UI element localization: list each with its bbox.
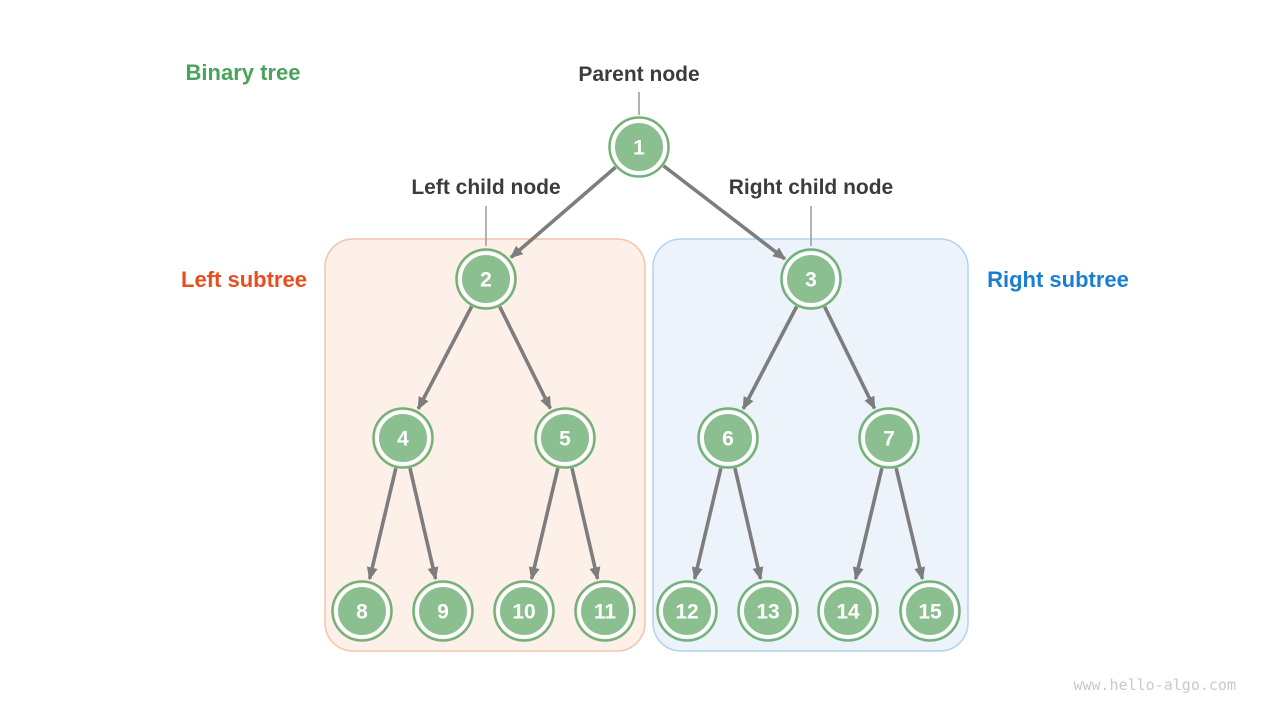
node-outer-ring	[608, 116, 670, 178]
node-circle	[903, 584, 957, 638]
tree-edge	[408, 467, 439, 581]
node-circle	[701, 411, 755, 465]
node-circle	[335, 584, 389, 638]
node-circle	[578, 584, 632, 638]
node-value: 5	[559, 428, 571, 451]
node-outer-ring	[780, 248, 842, 310]
tree-node: 7	[858, 407, 920, 469]
node-circle	[660, 584, 714, 638]
node-outer-ring	[331, 580, 393, 642]
label-parent-node: Parent node	[578, 63, 699, 86]
tree-edge	[366, 467, 398, 581]
tree-node: 9	[412, 580, 474, 642]
node-value: 3	[805, 269, 817, 292]
tree-node: 6	[697, 407, 759, 469]
node-outer-ring	[412, 580, 474, 642]
node-circle	[612, 120, 666, 174]
node-outer-ring	[737, 580, 799, 642]
tree-node: 8	[331, 580, 393, 642]
node-value: 13	[756, 601, 779, 624]
node-value: 15	[918, 601, 942, 624]
node-outer-ring	[493, 580, 555, 642]
label-left-subtree: Left subtree	[181, 267, 307, 292]
tree-node: 11	[574, 580, 636, 642]
tree-edge	[662, 164, 787, 261]
label-right-child-node: Right child node	[729, 176, 893, 199]
node-outer-ring	[697, 407, 759, 469]
tree-edges	[366, 164, 926, 581]
node-value: 8	[356, 601, 368, 624]
node-circle	[538, 411, 592, 465]
tree-edge	[509, 165, 617, 259]
label-title: Binary tree	[186, 60, 301, 85]
node-outer-ring	[858, 407, 920, 469]
node-outer-ring	[455, 248, 517, 310]
node-value: 1	[633, 137, 645, 160]
node-value: 14	[836, 601, 860, 624]
node-value: 11	[594, 601, 617, 624]
tree-edge	[416, 305, 474, 411]
tree-edge	[741, 305, 799, 411]
label-left-child-node: Left child node	[411, 176, 560, 199]
tree-node: 4	[372, 407, 434, 469]
node-circle	[821, 584, 875, 638]
node-circle	[784, 252, 838, 306]
tree-edge	[498, 305, 552, 410]
tree-node: 13	[737, 580, 799, 642]
tree-node: 5	[534, 407, 596, 469]
node-circle	[416, 584, 470, 638]
node-value: 12	[675, 601, 698, 624]
node-outer-ring	[817, 580, 879, 642]
tree-edge	[894, 467, 926, 581]
tree-edge	[570, 467, 601, 581]
node-outer-ring	[899, 580, 961, 642]
tree-node: 15	[899, 580, 961, 642]
left-subtree-box	[324, 238, 646, 652]
node-value: 4	[397, 428, 409, 451]
node-value: 7	[883, 428, 895, 451]
node-outer-ring	[574, 580, 636, 642]
node-circle	[497, 584, 551, 638]
node-circle	[862, 411, 916, 465]
node-value: 6	[722, 428, 734, 451]
node-value: 9	[437, 601, 449, 624]
node-value: 10	[512, 601, 535, 624]
node-circle	[741, 584, 795, 638]
node-outer-ring	[534, 407, 596, 469]
tree-node: 2	[455, 248, 517, 310]
node-value: 2	[480, 269, 492, 292]
tree-edge	[823, 306, 877, 410]
tree-edge	[733, 467, 764, 581]
tree-edge	[852, 467, 884, 581]
tree-node: 3	[780, 248, 842, 310]
tree-node: 1	[608, 116, 670, 178]
tree-node: 14	[817, 580, 879, 642]
tree-edge	[691, 467, 723, 581]
node-circle	[459, 252, 513, 306]
tree-node: 10	[493, 580, 555, 642]
watermark: www.hello-algo.com	[1073, 676, 1236, 694]
label-right-subtree: Right subtree	[987, 267, 1129, 292]
subtree-boxes	[324, 238, 969, 652]
node-outer-ring	[656, 580, 718, 642]
node-outer-ring	[372, 407, 434, 469]
tree-edge	[528, 467, 560, 581]
tree-node: 12	[656, 580, 718, 642]
label-connectors	[485, 92, 812, 246]
node-circle	[376, 411, 430, 465]
